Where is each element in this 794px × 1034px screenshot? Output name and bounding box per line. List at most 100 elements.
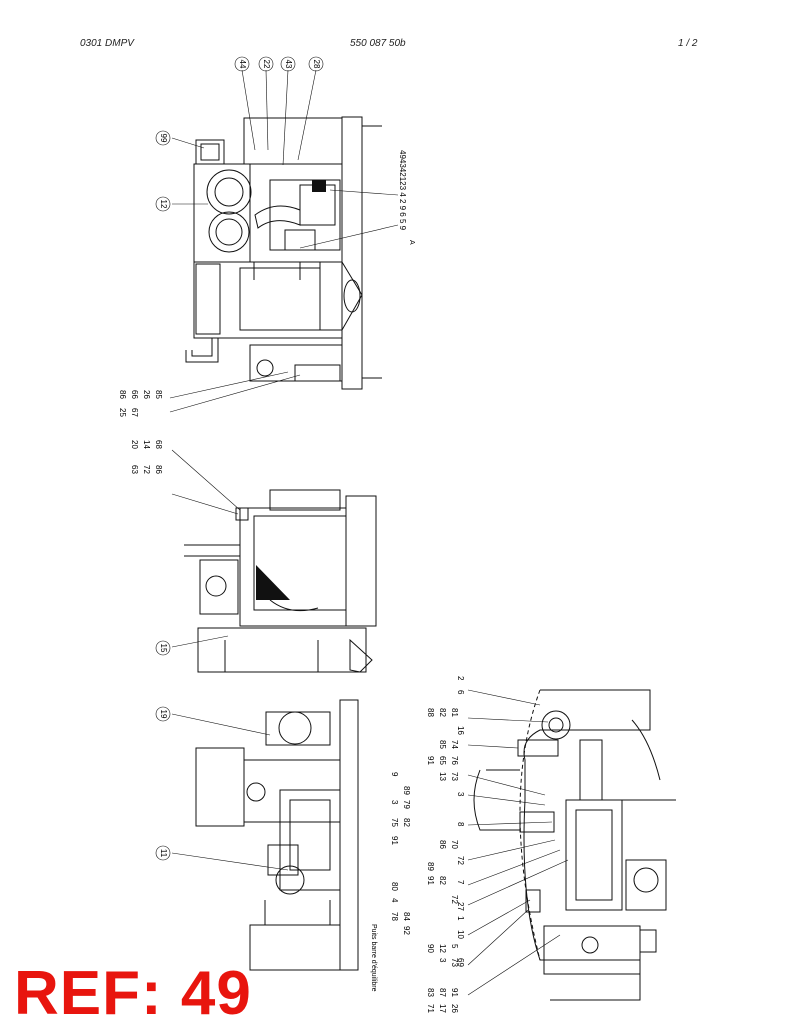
callout-detail-16: 16 [456, 726, 465, 735]
callout-3: 3 [390, 800, 399, 805]
callout-28: 28 [312, 60, 321, 69]
base-front [249, 924, 341, 971]
callout-detail-6: 6 [456, 690, 465, 695]
callout-detail-89: 89 [426, 862, 435, 871]
callout-75: 75 [390, 818, 399, 827]
callout-66: 66 [130, 390, 139, 399]
callout-86: 86 [118, 390, 127, 399]
callout-detail-91b: 91 [426, 876, 435, 885]
header-drawing-number: 550 087 50b [350, 38, 406, 49]
generator-housing [239, 507, 347, 627]
callout-99: 99 [159, 134, 168, 143]
callout-84: 84 [402, 912, 411, 921]
engine-block [193, 261, 343, 339]
callout-detail-69: 69 [456, 958, 465, 967]
detail-outline [523, 689, 651, 1001]
callout-detail-7: 7 [456, 880, 465, 885]
pump-housing [541, 710, 571, 740]
side-view [171, 489, 377, 673]
flywheel-cone [319, 261, 363, 331]
callout-91: 91 [390, 836, 399, 845]
callout-67: 67 [130, 408, 139, 417]
filter-element-upper [206, 169, 252, 215]
base-skid [197, 627, 367, 673]
callout-detail-1: 1 [456, 916, 465, 921]
callout-detail-83: 83 [426, 988, 435, 997]
callout-detail-76: 76 [450, 756, 459, 765]
front-view: Puits barre d'équilibre [171, 699, 377, 992]
callout-detail-70: 70 [450, 840, 459, 849]
callout-detail-73b: 73 [450, 958, 459, 967]
callout-detail-5: 5 [450, 944, 459, 949]
detail-view-leaders [467, 689, 569, 996]
alternator [625, 859, 667, 911]
callout-detail-81: 81 [450, 708, 459, 717]
callout-detail-73: 73 [450, 772, 459, 781]
frame-rail-front [339, 699, 359, 971]
top-view-leaders [169, 69, 399, 413]
callout-detail-85: 85 [438, 740, 447, 749]
callout-detail-91: 91 [426, 756, 435, 765]
callout-detail-10: 10 [456, 930, 465, 939]
callout-detail-3b: 3 [438, 958, 447, 963]
frame-rail-right [341, 116, 363, 390]
callout-detail-72b: 72 [450, 895, 459, 904]
callout-92: 92 [402, 926, 411, 935]
callout-note-a: A [408, 240, 415, 245]
callout-86: 86 [154, 465, 163, 474]
callout-63: 63 [130, 465, 139, 474]
callout-44: 44 [238, 60, 247, 69]
callout-20: 20 [130, 440, 139, 449]
callout-detail-88: 88 [426, 708, 435, 717]
filter-element-lower [208, 211, 250, 253]
callout-26: 26 [142, 390, 151, 399]
callout-82: 82 [402, 818, 411, 827]
callout-43: 43 [284, 60, 293, 69]
callout-9: 9 [390, 772, 399, 777]
front-view-callouts: 19 11 9 89 79 3 75 82 91 80 4 78 84 92 [155, 706, 411, 935]
header-page-number: 1 / 2 [678, 38, 698, 49]
callout-detail-90: 90 [426, 944, 435, 953]
callout-detail-2: 2 [456, 676, 465, 681]
callout-25: 25 [118, 408, 127, 417]
callout-detail-65: 65 [438, 756, 447, 765]
callout-detail-87: 87 [438, 988, 447, 997]
callout-72: 72 [142, 465, 151, 474]
callout-detail-26: 26 [450, 1004, 459, 1013]
callout-detail-17: 17 [438, 1004, 447, 1013]
detail-view [473, 689, 676, 1001]
callout-19: 19 [159, 710, 168, 719]
label-balance-bar: Puits barre d'équilibre [370, 924, 377, 992]
callout-detail-82: 82 [438, 708, 447, 717]
callout-detail-71: 71 [426, 1004, 435, 1013]
callout-22: 22 [262, 60, 271, 69]
header-document-code: 0301 DMPV [80, 38, 134, 49]
callout-detail-72: 72 [456, 856, 465, 865]
callout-79: 79 [402, 800, 411, 809]
callout-detail-82b: 82 [438, 876, 447, 885]
top-view [185, 116, 382, 390]
callout-4: 4 [390, 898, 399, 903]
callout-detail-86: 86 [438, 840, 447, 849]
reference-stamp: REF: 49 [14, 959, 252, 1028]
engine-cylinder [565, 799, 623, 911]
callout-14: 14 [142, 440, 151, 449]
callout-detail-8: 8 [456, 822, 465, 827]
side-view-callouts: 15 20 14 68 63 72 86 [130, 440, 241, 656]
callout-12: 12 [159, 200, 168, 209]
callout-detail-74: 74 [450, 740, 459, 749]
detail-view-callouts: 2 6 88 82 81 16 91 85 65 74 76 13 73 3 8… [426, 676, 465, 1013]
callout-89: 89 [402, 786, 411, 795]
engine-side [279, 789, 341, 891]
callout-11: 11 [159, 849, 168, 858]
callout-detail-3: 3 [456, 792, 465, 797]
top-view-callouts: 44 22 43 28 99 12 494342123 4 2 9 6 5 9 … [118, 56, 415, 417]
callout-80: 80 [390, 882, 399, 891]
callout-detail-27: 27 [456, 902, 465, 911]
turbocharger [278, 711, 312, 745]
callout-detail-13: 13 [438, 772, 447, 781]
callout-85: 85 [154, 390, 163, 399]
callout-detail-12: 12 [438, 944, 447, 953]
callout-15: 15 [159, 644, 168, 653]
